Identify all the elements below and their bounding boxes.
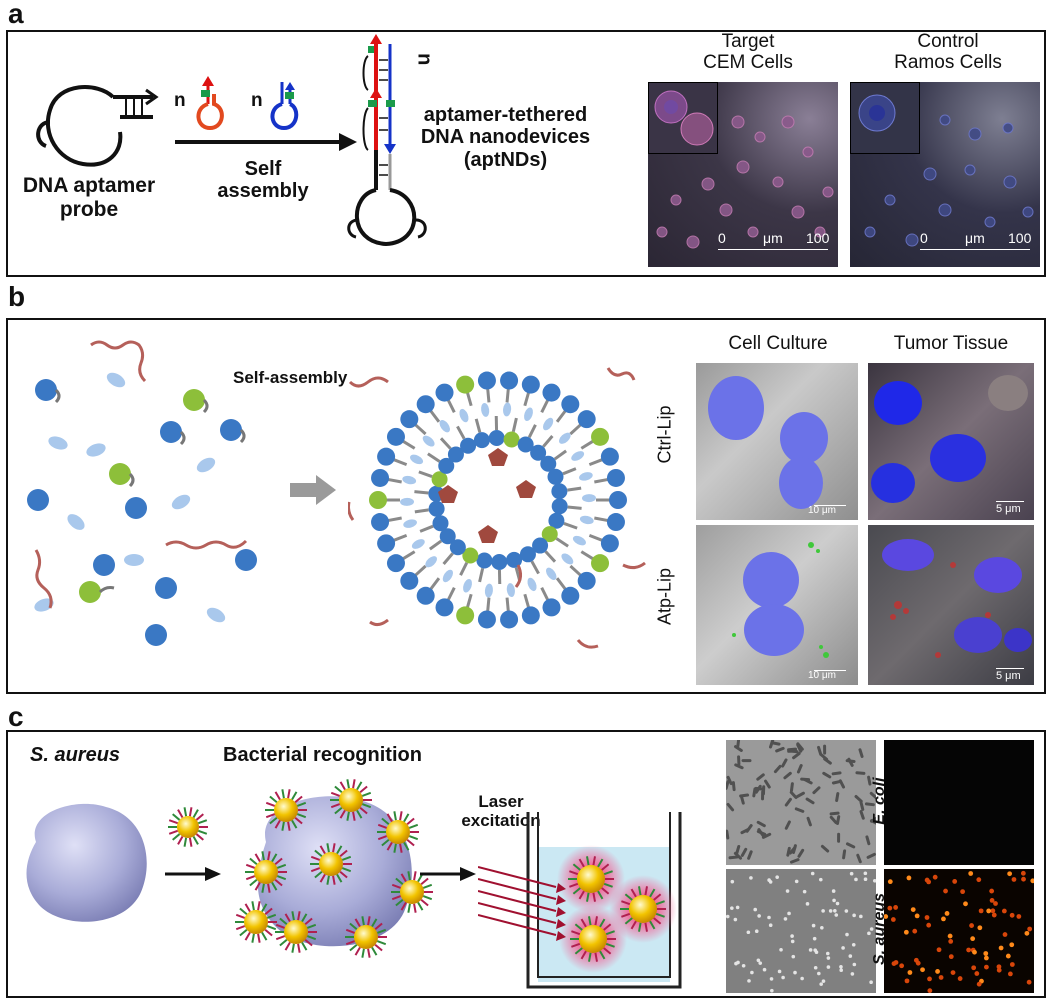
row-saureus: S. aureus: [871, 892, 888, 966]
atp-tumor-scale: 5 μm: [996, 670, 1021, 682]
saureus-fluorescent-clusters: [884, 870, 1034, 993]
ecoli-fluorescence: [884, 740, 1034, 865]
self-assembly-line1: Self: [244, 158, 282, 180]
aptamer-probe-graphic: [36, 85, 159, 167]
blue-hairpin-monomer: [270, 82, 299, 131]
laser-line1: Laser: [478, 792, 524, 811]
panel-b: Self-assembly Cell Culture Tumor Tissue …: [6, 318, 1046, 694]
self-assembly-line2: assembly: [217, 180, 309, 203]
laser-label: Laser excitation: [456, 792, 546, 830]
liposome-graphic: [348, 367, 646, 649]
red-hairpin-monomer: [196, 76, 224, 131]
panel-a-label: a: [8, 0, 24, 29]
nanoparticle-graphic: [168, 807, 208, 847]
free-lipids-graphic: [27, 340, 257, 646]
ecoli-brightfield: [726, 740, 876, 865]
s-aureus-label: S. aureus: [30, 744, 121, 766]
self-assembly-label: Self assembly: [198, 158, 328, 203]
cem-title: Target CEM Cells: [648, 31, 848, 74]
bound-complex-graphic: [235, 779, 433, 958]
ctrl-culture-scale: 10 μm: [808, 505, 836, 516]
col-tumor-tissue: Tumor Tissue: [893, 333, 1009, 354]
ramos-scalebar: [920, 249, 1030, 250]
ramos-scale-min: 0: [920, 230, 928, 246]
ramos-inset-cells: [858, 94, 896, 132]
ctrl-lip-tumor-image: 5 μm: [868, 363, 1034, 520]
ramos-title-line1: Control: [917, 31, 979, 52]
probe-label-line2: probe: [59, 197, 119, 221]
saureus-fluorescence: [884, 869, 1034, 993]
ctrl-culture-scalebar: [814, 505, 846, 506]
cem-inset: [648, 82, 718, 154]
aptnd-line1: aptamer-tethered: [423, 104, 588, 126]
probe-label: DNA aptamer probe: [14, 174, 164, 221]
self-assembly-arrow: [175, 133, 357, 151]
ramos-scale-max: 100: [1008, 230, 1032, 246]
ramos-scale-unit: μm: [965, 230, 985, 246]
atp-culture-scalebar: [814, 670, 846, 671]
ecoli-rods: [726, 740, 876, 864]
ramos-cells: [864, 114, 1034, 247]
saureus-clusters: [726, 871, 876, 993]
arrow-c2: [420, 867, 476, 881]
aptnd-label: aptamer-tethered DNA nanodevices (aptNDs…: [413, 104, 598, 171]
grey-arrow: [290, 475, 336, 505]
panel-a: DNA aptamer probe n n Self assembly: [6, 30, 1046, 277]
ctrl-lip-culture-image: 10 μm: [696, 363, 858, 520]
cem-title-line2: CEM Cells: [703, 51, 793, 73]
atp-tumor-scalebar: [996, 668, 1024, 669]
cem-cells: [656, 115, 834, 249]
cem-scale-unit: μm: [763, 230, 783, 246]
panel-b-label: b: [8, 281, 26, 312]
col-cell-culture: Cell Culture: [728, 333, 828, 354]
monomer-n-red: n: [174, 90, 186, 111]
cem-scale-min: 0: [718, 230, 726, 246]
monomer-n-blue: n: [251, 90, 263, 111]
ramos-title-line2: Ramos Cells: [894, 51, 1002, 73]
row-atp-lip: Atp-Lip: [654, 567, 675, 626]
row-ecoli: E. coli: [871, 777, 888, 825]
cem-title-line1: Target: [721, 31, 775, 52]
aptnd-line3: (aptNDs): [463, 148, 548, 171]
cem-micrograph: 0 μm 100: [648, 82, 838, 267]
aptnd-stack-graphic: [347, 34, 427, 247]
bacterium-graphic: [26, 803, 147, 922]
cem-scalebar: [718, 249, 828, 250]
ramos-micrograph: 0 μm 100: [850, 82, 1040, 267]
atp-tumor-nuclei: [882, 539, 1032, 658]
ctrl-tumor-scale: 5 μm: [996, 503, 1021, 515]
cem-scale-max: 100: [806, 230, 830, 246]
ramos-title: Control Ramos Cells: [848, 31, 1048, 74]
self-assembly-b-label: Self-assembly: [233, 368, 348, 387]
atp-lip-culture-image: 10 μm: [696, 525, 858, 685]
ramos-inset: [850, 82, 920, 154]
bacterial-recognition-label: Bacterial recognition: [223, 744, 422, 766]
ctrl-tumor-scalebar: [996, 501, 1024, 502]
aptnd-line2: DNA nanodevices: [420, 126, 591, 149]
ctrl-culture-nuclei: [708, 376, 828, 509]
ctrl-tumor-nuclei: [871, 375, 1028, 503]
atp-lip-tumor-image: 5 μm: [868, 525, 1034, 685]
arrow-c1: [165, 867, 221, 881]
stack-n: n: [413, 53, 436, 66]
panel-c: S. aureus Bacterial recognition: [6, 730, 1046, 998]
atp-culture-nuclei: [732, 542, 829, 658]
probe-label-line1: DNA aptamer: [22, 174, 156, 197]
panel-c-label: c: [8, 701, 24, 732]
cuvette-graphic: [478, 812, 682, 989]
row-ctrl-lip: Ctrl-Lip: [654, 405, 675, 464]
laser-line2: excitation: [461, 811, 541, 831]
saureus-brightfield: [726, 869, 876, 993]
cem-inset-cells: [654, 90, 714, 146]
atp-culture-scale: 10 μm: [808, 670, 836, 681]
